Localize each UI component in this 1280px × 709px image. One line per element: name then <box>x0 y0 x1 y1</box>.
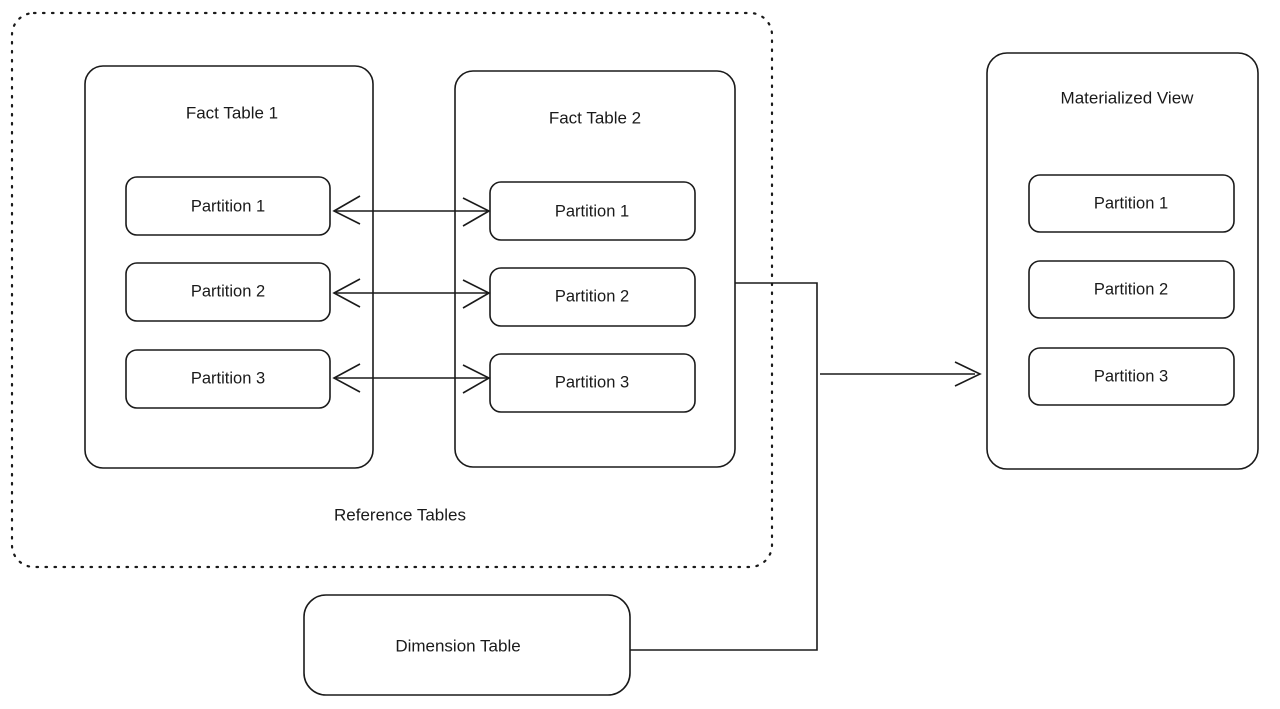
fact-table-2-partition-1-label: Partition 1 <box>555 202 629 220</box>
materialized-view-partition-1-label: Partition 1 <box>1094 194 1168 212</box>
partition-2-link-connector[interactable] <box>332 278 491 309</box>
partition-1-link-connector[interactable] <box>332 195 491 227</box>
fact-table-2-partition-2-label: Partition 2 <box>555 287 629 305</box>
materialized-view-partition-2-box[interactable] <box>1028 260 1235 319</box>
reference-tables-group-label: Reference Tables <box>334 505 466 524</box>
arrowhead-materialized-view <box>954 361 982 387</box>
materialized-view-partition-2-label: Partition 2 <box>1094 280 1168 298</box>
fact-table-1-partition-1-box[interactable] <box>125 176 331 236</box>
connector-trunk-fact2-dimension[interactable] <box>630 282 818 651</box>
fact-table-1-title: Fact Table 1 <box>186 103 278 122</box>
materialized-view-title: Materialized View <box>1061 88 1195 107</box>
materialized-view-partition-1-box[interactable] <box>1028 174 1235 233</box>
fact-table-2-partition-3-box[interactable] <box>489 353 696 413</box>
fact-table-2-partition-3-label: Partition 3 <box>555 373 629 391</box>
fact-table-2-partition-2-box[interactable] <box>489 267 696 327</box>
fact-table-1-partition-3-label: Partition 3 <box>191 369 265 387</box>
fact-table-2-title: Fact Table 2 <box>549 108 641 127</box>
materialized-view-partition-3-box[interactable] <box>1028 347 1235 406</box>
fact-table-1-partition-2-box[interactable] <box>125 262 331 322</box>
fact-table-1-partition-1-label: Partition 1 <box>191 197 265 215</box>
partition-3-link-connector[interactable] <box>332 363 491 394</box>
fact-table-1-partition-3-box[interactable] <box>125 349 331 409</box>
fact-table-1-partition-2-label: Partition 2 <box>191 282 265 300</box>
dimension-table-label: Dimension Table <box>395 636 520 655</box>
materialized-view-partition-3-label: Partition 3 <box>1094 367 1168 385</box>
dimension-table-box[interactable] <box>303 594 631 696</box>
